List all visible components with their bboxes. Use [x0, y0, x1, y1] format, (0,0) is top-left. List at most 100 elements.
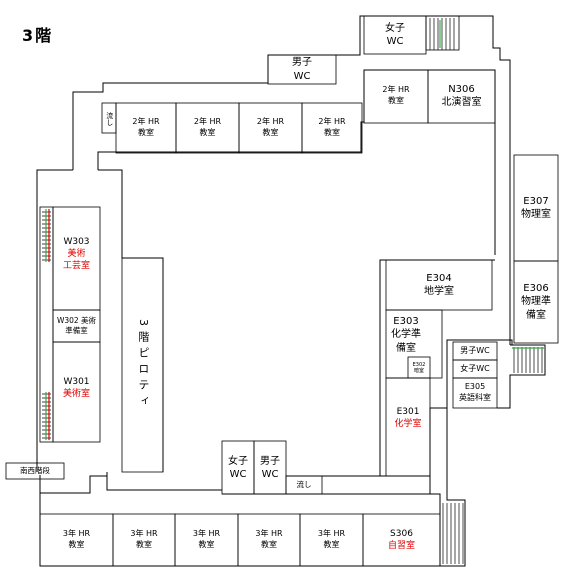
label: 教室 [323, 540, 340, 549]
room-e306: E306 物理準 備室 [514, 261, 558, 343]
label: 教室 [198, 540, 215, 549]
label: WC [293, 70, 311, 82]
label: 化学室 [394, 419, 422, 429]
label: 女子WC [460, 363, 490, 373]
label: 物理室 [521, 209, 551, 220]
label: 英語科室 [459, 393, 491, 402]
label: 男子 [260, 455, 280, 467]
room-hr2-1: 2年 HR 教室 [116, 105, 176, 151]
label: 暗室 [413, 368, 424, 374]
label: 女子 [228, 455, 248, 467]
label: N306 [448, 83, 475, 95]
stairs-north-hatch [429, 18, 455, 50]
label: 備室 [396, 342, 416, 354]
label: 美術 [67, 248, 86, 259]
label: 教室 [136, 540, 152, 549]
label: 物理準 [521, 296, 551, 308]
label: 男子WC [460, 345, 490, 355]
label: E305 [464, 382, 486, 392]
label: 3年 HR [255, 529, 283, 539]
room-e307: E307 物理室 [514, 155, 558, 261]
label: 南西階段 [20, 465, 50, 475]
e305-box [452, 377, 498, 409]
label: 教室 [199, 128, 216, 137]
room-n306: N306 北演習室 [428, 72, 495, 120]
room-hr3-4: 3年 HR 教室 [238, 516, 300, 564]
room-hr3-2: 3年 HR 教室 [113, 516, 175, 564]
room-e302: E302 暗室 [408, 358, 430, 378]
label: 化学準 [391, 329, 421, 341]
stairs-sw-box [5, 462, 65, 480]
east-outer-wall [497, 344, 546, 409]
label: WC [229, 469, 247, 480]
label: WC [261, 469, 279, 480]
label: 3年 HR [62, 529, 91, 539]
label: 3年 HR [192, 529, 221, 539]
wc-male-east: 男子WC [453, 342, 497, 360]
label: E307 [523, 195, 549, 207]
sink-north: 流し [102, 106, 116, 132]
stairs-south-hatch [442, 503, 464, 564]
label: 2年 HR [256, 117, 285, 127]
label: W302 美術 [56, 315, 97, 325]
piloti-box [121, 257, 164, 473]
room-e301: E301 化学室 [386, 398, 430, 438]
wc-female-center: 女子 WC [222, 448, 254, 488]
label: 女子 [385, 22, 405, 34]
room-hr3-1: 3年 HR 教室 [40, 516, 113, 564]
label: 3階ピロティ [136, 319, 150, 411]
hr2-4-box [301, 102, 363, 154]
label: W303 [63, 236, 90, 247]
piloti: 3階ピロティ [122, 258, 163, 472]
stairs-east-hatch [513, 347, 543, 373]
room-hr2-4: 2年 HR 教室 [302, 105, 362, 151]
room-hr2-3: 2年 HR 教室 [239, 105, 302, 151]
wc-male-top: 男子 WC [268, 55, 336, 84]
label: 流し [296, 479, 312, 489]
label: 備室 [526, 309, 546, 321]
label: 工芸室 [62, 261, 90, 272]
sink-south-box [285, 475, 323, 495]
west-outer-wall [36, 169, 73, 472]
wc-female-top: 女子 WC [364, 18, 426, 52]
courtyard-wall [106, 472, 222, 491]
label: E301 [396, 406, 420, 417]
room-n306-box [427, 69, 496, 124]
label: 2年 HR [382, 85, 410, 95]
room-w303: W303 美術 工芸室 [53, 222, 100, 286]
room-s306: S306 自習室 [363, 516, 440, 564]
label: E304 [426, 272, 452, 284]
room-hr2-2: 2年 HR 教室 [176, 105, 239, 151]
west-stair-box [39, 206, 54, 443]
sink-south: 流し [286, 476, 322, 494]
floor-title: 3階 [22, 26, 54, 45]
label: 3年 HR [130, 529, 158, 539]
room-n306-hr: 2年 HR 教室 [364, 72, 428, 120]
label: 準備室 [65, 326, 88, 335]
room-e304: E304 地学室 [386, 262, 492, 308]
room-hr3-5: 3年 HR 教室 [300, 516, 363, 564]
label: 自習室 [387, 541, 415, 551]
stairs-north-box [425, 15, 460, 51]
label: E303 [393, 315, 419, 327]
label: 2年 HR [193, 117, 222, 127]
room-w301: W301 美術室 [53, 366, 100, 410]
label: 流し [105, 112, 114, 126]
label: 教室 [68, 540, 85, 549]
label: 教室 [262, 128, 279, 137]
label: 美術室 [62, 389, 90, 399]
label: 教室 [138, 128, 154, 137]
room-hr3-3: 3年 HR 教室 [175, 516, 238, 564]
label: 教室 [388, 96, 404, 105]
label: WC [386, 36, 404, 47]
label: 2年 HR [132, 117, 160, 127]
stairs-sw: 南西階段 [6, 463, 64, 479]
s306-box [362, 513, 441, 567]
room-e303: E303 化学準 備室 [386, 310, 426, 360]
label: 男子 [292, 57, 312, 68]
room-w302: W302 美術 準備室 [53, 310, 100, 342]
south-corridor-line [40, 475, 107, 494]
wc-male-center: 男子 WC [254, 448, 286, 488]
label: 教室 [261, 540, 277, 549]
